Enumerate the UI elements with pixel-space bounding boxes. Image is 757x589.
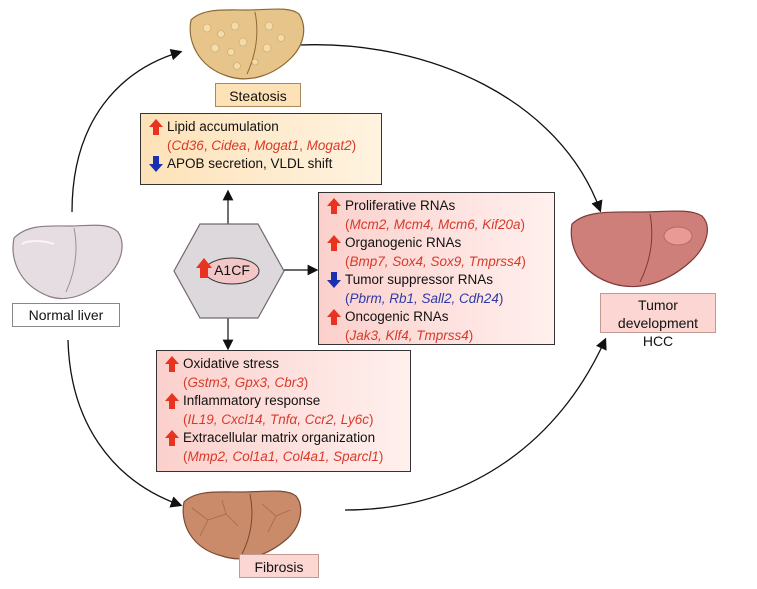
down-arrow-icon — [149, 156, 163, 173]
tumor-genes-1-list: Mcm2, Mcm4, Mcm6, Kif20a — [349, 216, 521, 232]
tumor-genes-3: (Pbrm, Rb1, Sall2, Cdh24) — [345, 290, 504, 306]
tumor-genes-4: (Jak3, Klf4, Tmprss4) — [345, 327, 474, 343]
down-arrow-icon — [327, 272, 341, 289]
liver-tumor-icon — [570, 210, 708, 288]
up-arrow-icon — [327, 309, 341, 326]
arrow-normal-to-fibrosis — [67, 339, 183, 508]
steatosis-effects-box: Lipid accumulation (Cd36, Cidea, Mogat1,… — [140, 113, 382, 185]
gene-cidea: Cidea — [211, 137, 247, 153]
fibrosis-item-1-text: Oxidative stress — [183, 356, 280, 371]
fibrosis-genes-1-list: Gstm3, Gpx3, Cbr3 — [187, 374, 304, 390]
gene-cd36: Cd36 — [171, 137, 204, 153]
fibrosis-genes-2: (IL19, Cxcl14, Tnfα, Ccr2, Ly6c) — [183, 411, 374, 427]
tumor-genes-2-list: Bmp7, Sox4, Sox9, Tmprss4 — [349, 253, 522, 269]
tumor-item-2-text: Organogenic RNAs — [345, 235, 462, 250]
gene-mogat2: Mogat2 — [306, 137, 352, 153]
up-arrow-icon — [149, 119, 163, 136]
steatosis-item-1-text: Lipid accumulation — [167, 119, 279, 134]
up-arrow-icon — [165, 393, 179, 410]
normal-liver-label: Normal liver — [12, 303, 120, 327]
tumor-item-4: Oncogenic RNAs — [327, 308, 546, 327]
tumor-genes-1: (Mcm2, Mcm4, Mcm6, Kif20a) — [345, 216, 526, 232]
center-label: A1CF — [214, 262, 250, 278]
tumor-item-3: Tumor suppressor RNAs — [327, 271, 546, 290]
arrow-fibrosis-to-tumor — [344, 337, 607, 511]
tumor-item-1-text: Proliferative RNAs — [345, 198, 456, 213]
fibrosis-item-3: Extracellular matrix organization — [165, 429, 402, 448]
fibrosis-item-1: Oxidative stress — [165, 355, 402, 374]
up-arrow-icon — [165, 430, 179, 447]
liver-fibrosis-icon — [182, 490, 302, 560]
tumor-label-line1: Tumor development — [617, 297, 699, 331]
steatosis-item-1: Lipid accumulation — [149, 118, 373, 137]
tumor-item-3-text: Tumor suppressor RNAs — [345, 272, 494, 287]
center-hexagon — [173, 223, 285, 319]
liver-steatosis-icon — [189, 8, 305, 80]
up-arrow-icon — [327, 235, 341, 252]
tumor-effects-box: Proliferative RNAs (Mcm2, Mcm4, Mcm6, Ki… — [318, 192, 555, 345]
fibrosis-label: Fibrosis — [239, 554, 319, 578]
steatosis-label: Steatosis — [215, 83, 301, 107]
up-arrow-icon — [165, 356, 179, 373]
tumor-item-2: Organogenic RNAs — [327, 234, 546, 253]
fibrosis-effects-box: Oxidative stress (Gstm3, Gpx3, Cbr3) Inf… — [156, 350, 411, 472]
fibrosis-genes-3-list: Mmp2, Col1a1, Col4a1, Sparcl1 — [187, 448, 379, 464]
tumor-label-line2: HCC — [642, 333, 674, 349]
tumor-label: Tumor development HCC — [600, 293, 716, 349]
steatosis-item-2: APOB secretion, VLDL shift — [149, 155, 373, 174]
steatosis-genes: (Cd36, Cidea, Mogat1, Mogat2) — [167, 137, 357, 153]
tumor-item-4-text: Oncogenic RNAs — [345, 309, 449, 324]
tumor-genes-4-list: Jak3, Klf4, Tmprss4 — [349, 327, 469, 343]
arrow-normal-to-steatosis — [71, 49, 183, 213]
tumor-genes-2: (Bmp7, Sox4, Sox9, Tmprss4) — [345, 253, 526, 269]
fibrosis-item-2: Inflammatory response — [165, 392, 402, 411]
tumor-item-1: Proliferative RNAs — [327, 197, 546, 216]
steatosis-item-2-text: APOB secretion, VLDL shift — [167, 156, 333, 171]
liver-normal-icon — [12, 224, 123, 300]
fibrosis-genes-1: (Gstm3, Gpx3, Cbr3) — [183, 374, 309, 390]
tumor-genes-3-list: Pbrm, Rb1, Sall2, Cdh24 — [349, 290, 499, 306]
fibrosis-item-2-text: Inflammatory response — [183, 393, 321, 408]
gene-mogat1: Mogat1 — [254, 137, 300, 153]
arrow-steatosis-to-tumor — [299, 44, 603, 213]
fibrosis-genes-3: (Mmp2, Col1a1, Col4a1, Sparcl1) — [183, 448, 384, 464]
up-arrow-icon — [327, 198, 341, 215]
fibrosis-item-3-text: Extracellular matrix organization — [183, 430, 376, 445]
fibrosis-genes-2-list: IL19, Cxcl14, Tnfα, Ccr2, Ly6c — [187, 411, 370, 427]
